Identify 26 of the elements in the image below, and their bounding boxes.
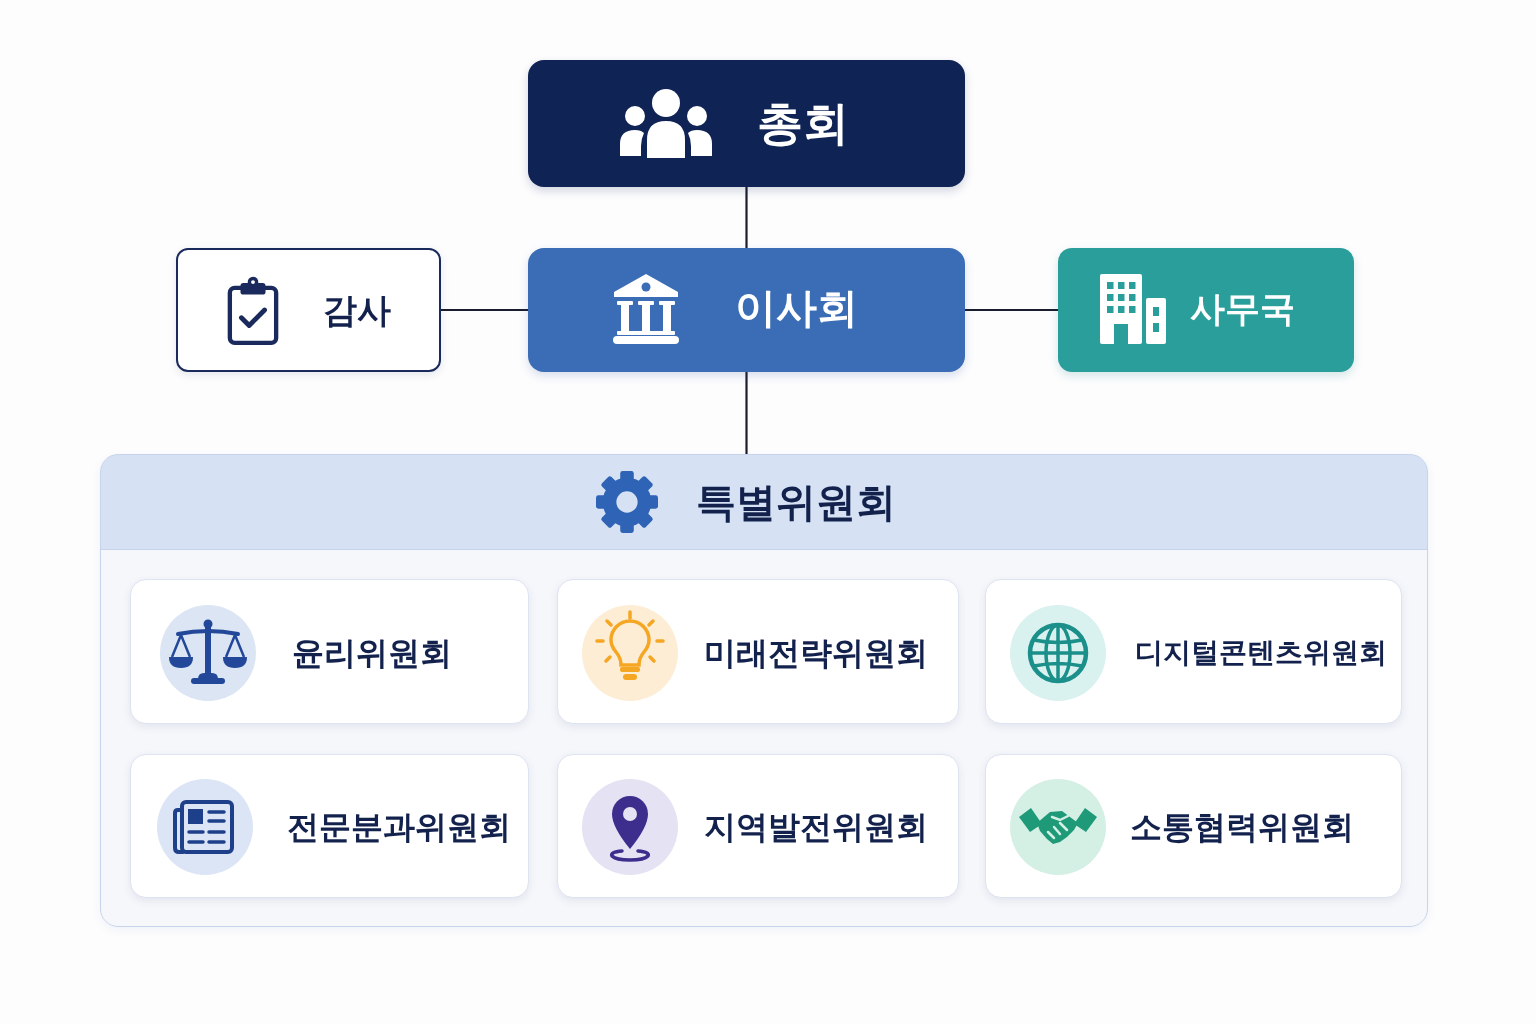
card-title: 디지털콘텐츠위원회: [1135, 636, 1387, 669]
org-box: [1058, 248, 1354, 372]
committee-card: [130, 579, 529, 724]
box-title: 이사회: [735, 285, 858, 333]
card-title: 지역발전위원회: [704, 808, 928, 846]
connector-line: [745, 187, 748, 248]
org-box: [528, 60, 965, 187]
committee-card: [985, 579, 1402, 724]
committee-card: [130, 754, 529, 898]
committee-card: [985, 754, 1402, 898]
box-title: 총회: [757, 96, 849, 149]
connector-line: [745, 372, 748, 454]
org-box: [176, 248, 441, 372]
group-title: 특별위원회: [696, 479, 896, 525]
group-panel: [100, 454, 1428, 927]
box-title: 감사: [323, 291, 391, 331]
card-title: 미래전략위원회: [704, 634, 928, 671]
card-title: 전문분과위원회: [287, 808, 511, 846]
committee-card: [557, 579, 959, 724]
org-box: [528, 248, 965, 372]
card-title: 윤리위원회: [292, 634, 452, 671]
connector-line: [441, 308, 528, 312]
connector-line: [965, 308, 1058, 312]
card-title: 소통협력위원회: [1130, 808, 1354, 846]
committee-card: [557, 754, 959, 898]
box-title: 사무국: [1190, 288, 1295, 330]
